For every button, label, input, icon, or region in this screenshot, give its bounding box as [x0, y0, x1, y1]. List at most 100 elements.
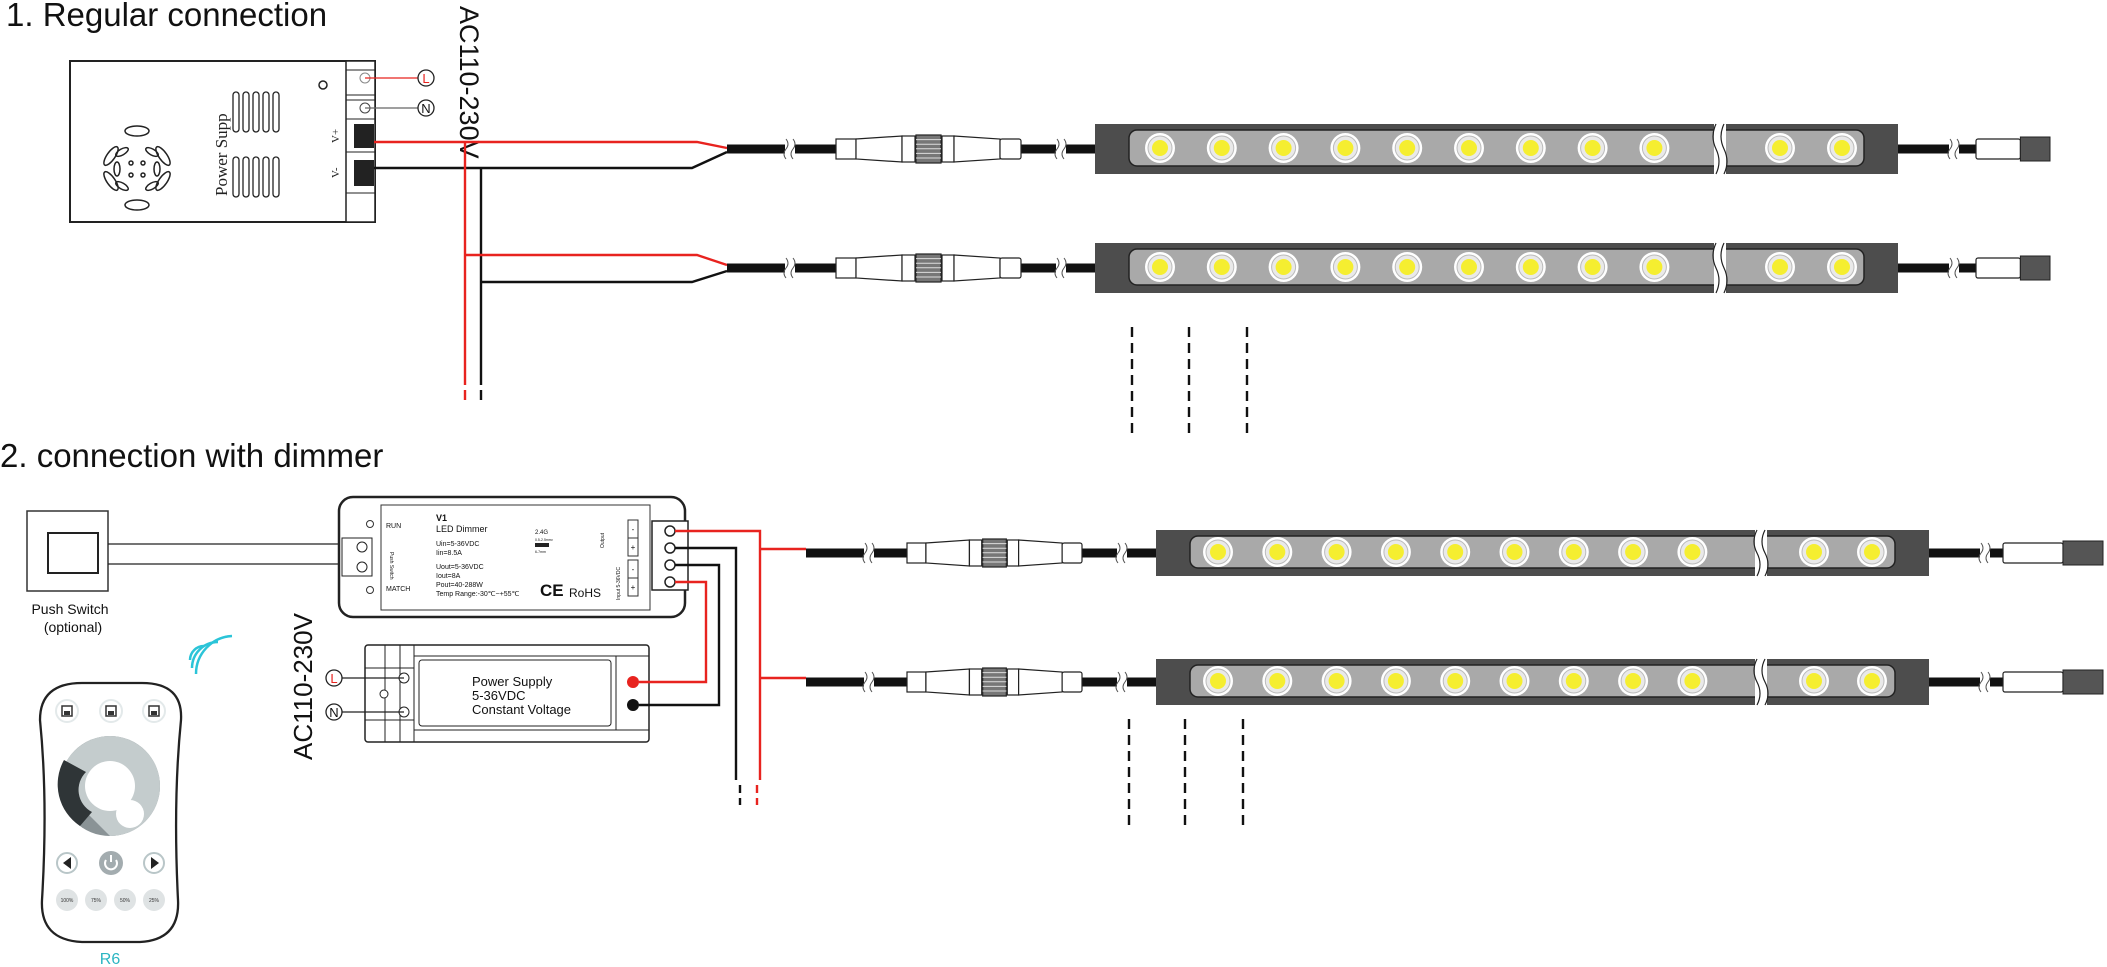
strip-break-line — [1712, 242, 1720, 294]
terminal-n-label-2: N — [329, 705, 338, 720]
dimmer-name: LED Dimmer — [436, 524, 488, 534]
cable-break-line — [1978, 671, 1984, 693]
preset-label: 50% — [120, 898, 131, 904]
connector-end — [1061, 542, 1083, 564]
preset-button-25[interactable]: 25% — [143, 889, 165, 911]
preset-button-bg — [85, 889, 107, 911]
led-chip — [1806, 544, 1822, 560]
end-cap-nut — [2062, 669, 2104, 695]
section1-wires — [374, 140, 728, 400]
power-button[interactable] — [99, 851, 123, 875]
strip-body — [1128, 248, 1865, 286]
connector-end — [1061, 671, 1083, 693]
push-switch-label: Push Switch — [31, 601, 108, 617]
cable-break-line — [1947, 257, 1953, 279]
connector-body — [855, 254, 903, 282]
connector-end — [835, 138, 857, 160]
input-minus: - — [632, 565, 635, 574]
ce-mark: CE — [540, 581, 564, 600]
led-chip — [1461, 140, 1477, 156]
terminal-n-badge — [417, 99, 435, 117]
preset-button-100[interactable]: 100% — [56, 889, 78, 911]
cable-break — [785, 139, 795, 159]
led-chip — [1806, 673, 1822, 689]
preset-button-bg — [143, 889, 165, 911]
connector-collar — [941, 254, 955, 282]
strip-length: 6-7mm — [535, 550, 546, 554]
led-strip-row-4 — [806, 657, 2104, 707]
save-icon — [61, 705, 73, 717]
strip-break-line — [1761, 529, 1769, 577]
cable-break — [1949, 139, 1959, 159]
strip-break-line — [1753, 658, 1761, 706]
continuation-dashes — [738, 785, 759, 805]
cable-break-line — [1985, 542, 1991, 564]
terminal-n-label: N — [421, 101, 430, 116]
save-button[interactable] — [142, 699, 166, 723]
output-negative-terminal — [627, 699, 639, 711]
connector-collar — [1006, 539, 1020, 567]
cable-break-line — [869, 542, 875, 564]
cable-break-line — [862, 671, 868, 693]
cable-break-line — [1954, 257, 1960, 279]
led-chip — [1506, 673, 1523, 689]
output-positive-terminal — [627, 676, 639, 688]
save-button[interactable] — [99, 699, 123, 723]
terminal-l-label: L — [422, 71, 429, 86]
section2-wires — [639, 529, 806, 780]
led-chip — [1399, 140, 1416, 156]
preset-button-bg — [56, 889, 78, 911]
led-chip — [1625, 544, 1642, 560]
save-button[interactable] — [55, 699, 79, 723]
cable-break-line — [1115, 542, 1121, 564]
connector-body — [1018, 539, 1063, 567]
cable-break-line — [1054, 138, 1060, 160]
cable-break-line — [790, 257, 796, 279]
preset-button-50[interactable]: 50% — [114, 889, 136, 911]
spec-iout: Iout=8A — [436, 573, 461, 580]
cable-break-line — [869, 671, 875, 693]
connector-collar — [901, 254, 916, 282]
connector-body — [953, 254, 1001, 282]
strip-body — [1128, 129, 1865, 167]
connector-body — [855, 135, 903, 163]
led-chip — [1328, 544, 1345, 560]
vent-slot — [262, 156, 270, 198]
strip-body — [1189, 535, 1896, 569]
led-strip-row-2 — [727, 241, 2051, 295]
strip-break — [1755, 528, 1767, 578]
vent-slot — [272, 156, 280, 198]
led-chip — [1213, 140, 1230, 156]
vent-slots — [232, 91, 280, 198]
vent-slot — [272, 91, 280, 133]
strip-break-line — [1720, 242, 1728, 294]
vent-slot — [252, 91, 260, 133]
power-supply-1: Power Supp V+ V- — [69, 60, 376, 223]
vent-slot — [242, 91, 250, 133]
output-plus: + — [631, 543, 636, 552]
led-dimmer-v1: RUN MATCH V1 LED Dimmer Uin=5-36VDC Iin=… — [337, 495, 689, 619]
spec-temp: Temp Range:-30℃~+55℃ — [436, 591, 520, 598]
led-chip — [1152, 140, 1168, 156]
led-chip — [1269, 544, 1286, 560]
output-minus: - — [632, 525, 635, 534]
power-icon — [104, 859, 118, 871]
led-chip — [1461, 259, 1477, 275]
preset-button-75[interactable]: 75% — [85, 889, 107, 911]
input-label: Input 5-36VDC — [616, 567, 622, 600]
terminal-vminus-label: V- — [330, 167, 342, 178]
led-chip — [1447, 673, 1464, 689]
led-chip — [1684, 544, 1701, 560]
led-chip — [1522, 140, 1539, 156]
led-chip — [1522, 259, 1539, 275]
led-chip — [1506, 544, 1523, 560]
save-icon-detail — [108, 711, 114, 715]
led-chip — [1772, 259, 1788, 275]
push-switch[interactable] — [26, 510, 109, 592]
preset-label: 25% — [149, 898, 160, 904]
led-chip — [1646, 140, 1663, 156]
strip-break-line — [1712, 123, 1720, 175]
led-chip — [1584, 259, 1601, 275]
led-chip — [1152, 259, 1168, 275]
vent-slot — [232, 91, 240, 133]
